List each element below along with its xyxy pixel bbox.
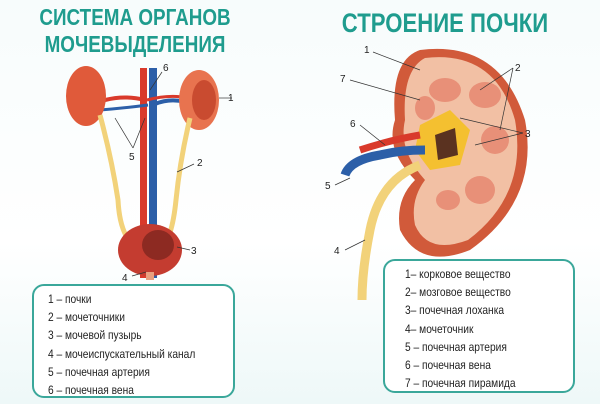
callout-7: 7 <box>340 74 346 85</box>
legend-item: 2 – мочеточники <box>48 310 125 325</box>
left-kidney <box>66 66 106 126</box>
left-title-line2: МОЧЕВЫДЕЛЕНИЯ <box>44 31 226 57</box>
kidney-section-illustration: 1 2 3 4 5 6 7 <box>325 45 531 301</box>
callout-2: 2 <box>197 158 203 169</box>
left-title-line1: СИСТЕМА ОРГАНОВ <box>39 4 231 30</box>
legend-item: 6 – почечная вена <box>48 383 134 398</box>
vena-cava <box>149 68 157 278</box>
callout-6: 6 <box>163 63 169 74</box>
renal-artery <box>358 131 421 154</box>
callout-4: 4 <box>334 246 340 257</box>
callout-5: 5 <box>129 152 135 163</box>
legend-item: 5 – почечная артерия <box>48 364 150 379</box>
right-title: СТРОЕНИЕ ПОЧКИ <box>341 8 549 38</box>
pyramids <box>415 78 509 210</box>
callout-3: 3 <box>525 129 531 140</box>
legend-item: 4 – мочеиспускательный канал <box>48 346 196 361</box>
callout-4: 4 <box>122 273 128 284</box>
callout-1: 1 <box>364 45 370 56</box>
legend-item: 3– почечная лоханка <box>405 303 505 318</box>
callout-1: 1 <box>228 93 234 104</box>
ureter <box>357 160 422 301</box>
callout-2: 2 <box>515 63 521 74</box>
aorta <box>140 68 147 278</box>
legend-item: 1 – почки <box>48 292 92 306</box>
legend-item: 1– корковое вещество <box>405 267 511 281</box>
legend-item: 5 – почечная артерия <box>405 339 507 354</box>
legend-item: 2– мозговое вещество <box>405 285 511 300</box>
legend-item: 6 – почечная вена <box>405 358 491 373</box>
legend-item: 7 – почечная пирамида <box>405 376 516 391</box>
renal-vein <box>340 145 426 177</box>
callout-5: 5 <box>325 181 331 192</box>
legend-item: 4– мочеточник <box>405 321 474 336</box>
legend-item: 3 – мочевой пузырь <box>48 328 142 343</box>
left-legend: 1 – почки 2 – мочеточники 3 – мочевой пу… <box>32 284 235 398</box>
urinary-system-illustration: 6 1 5 2 3 4 <box>66 63 234 284</box>
callout-6: 6 <box>350 119 356 130</box>
callout-3: 3 <box>191 246 197 257</box>
right-legend: 1– корковое вещество 2– мозговое веществ… <box>383 259 575 393</box>
